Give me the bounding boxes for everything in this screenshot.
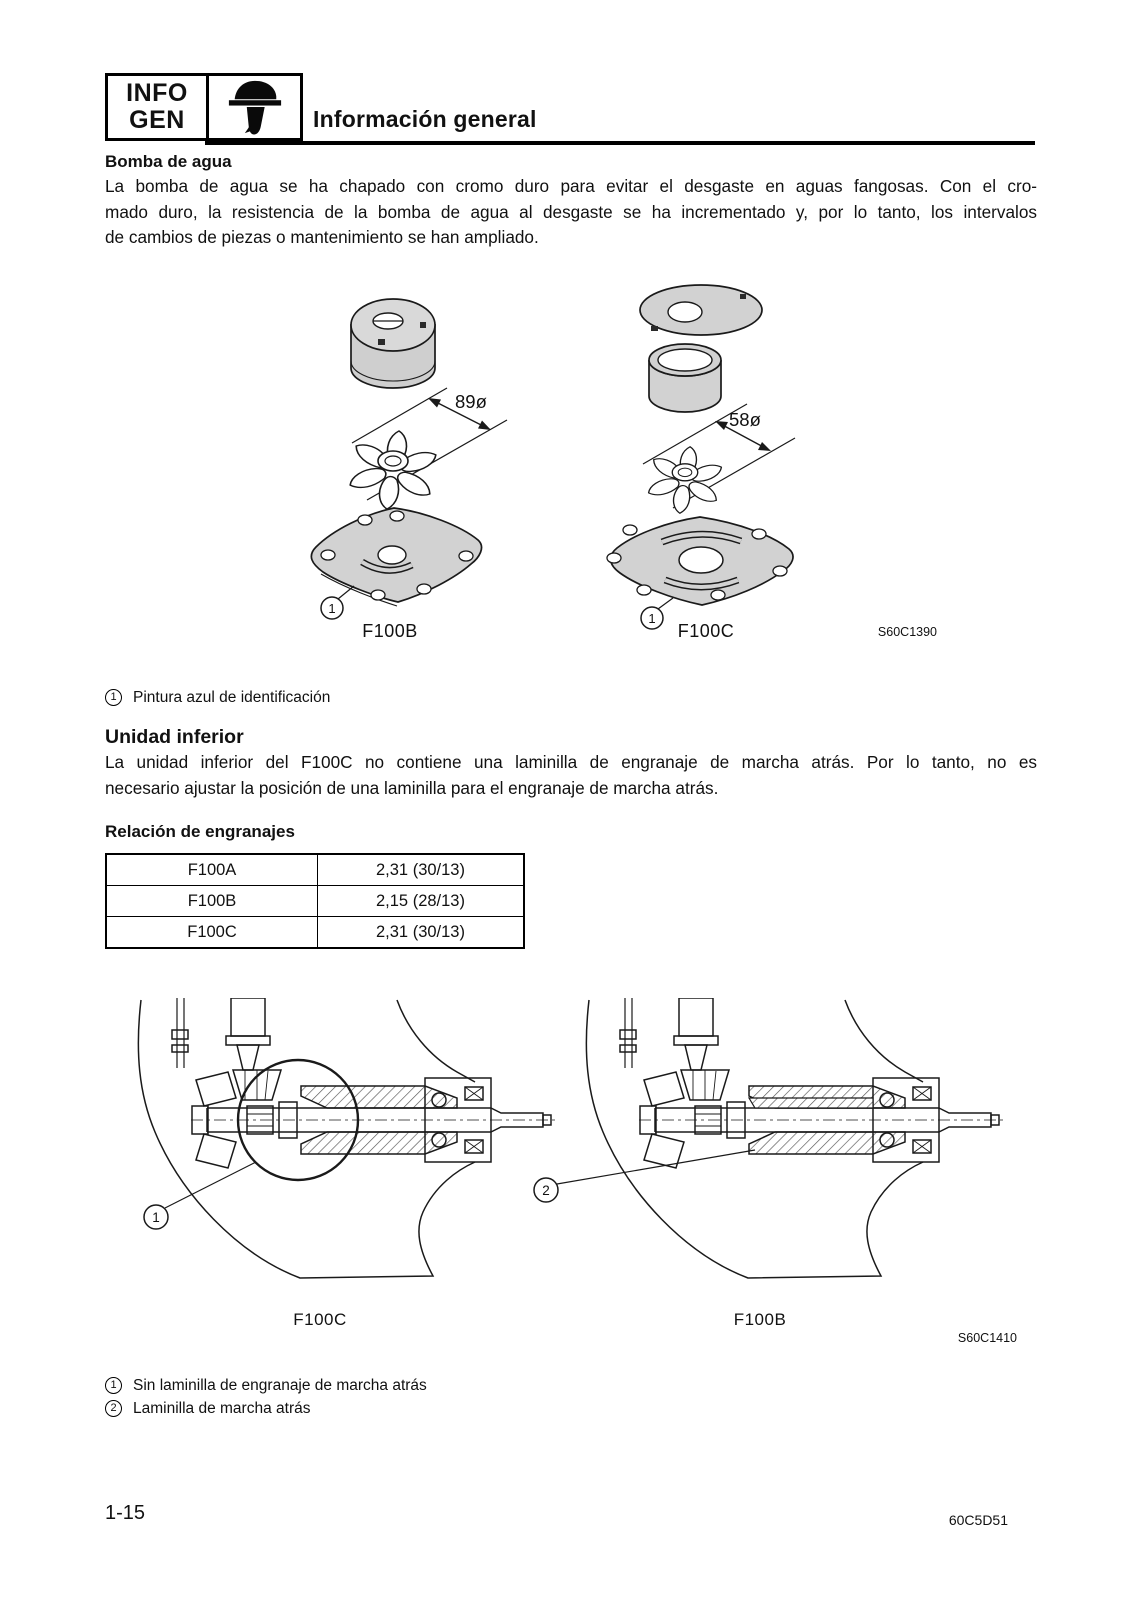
svg-text:1: 1 <box>152 1210 160 1225</box>
figure1-legend-text: Pintura azul de identificación <box>133 688 331 706</box>
pump-liner-f100c <box>648 343 722 413</box>
figure2-legend: 1 Sin laminilla de engranaje de marcha a… <box>105 1374 427 1420</box>
impeller-f100b <box>345 430 441 510</box>
figure2-code: S60C1410 <box>958 1331 1017 1345</box>
gear-table-heading: Relación de engranajes <box>105 822 295 841</box>
paragraph-line: necesario ajustar la posición de una lam… <box>105 777 719 798</box>
lower-unit-paragraph: La unidad inferior del F100C no contiene… <box>105 750 1037 801</box>
callout-2-badge: 2 <box>105 1400 122 1417</box>
lower-unit-figure: 1 F100C 2 F100B S60C1410 <box>137 998 1017 1345</box>
figure2-caption-left: F100C <box>293 1310 347 1329</box>
water-pump-heading: Bomba de agua <box>105 152 232 171</box>
lower-unit-drawing-f100b <box>585 998 1006 1279</box>
paragraph-line: de cambios de piezas o mantenimiento se … <box>105 227 539 247</box>
pump-housing-f100b <box>350 298 436 389</box>
water-pump-figure: 89ø 1 F100B 58ø <box>310 284 937 640</box>
wear-plate-f100b <box>310 507 483 607</box>
page-number: 1-15 <box>105 1502 146 1524</box>
figure1-caption-right: F100C <box>678 621 735 640</box>
shim-hatch <box>747 1097 874 1109</box>
dimension-58 <box>642 403 796 509</box>
figure1-caption-left: F100B <box>362 621 418 640</box>
lower-unit-heading: Unidad inferior <box>105 726 244 748</box>
table-row: F100B 2,15 (28/13) <box>105 885 525 917</box>
svg-text:2: 2 <box>542 1183 550 1198</box>
svg-text:1: 1 <box>328 601 335 616</box>
table-row: F100A 2,31 (30/13) <box>105 853 525 886</box>
paragraph-line: La unidad inferior del F100C no contiene… <box>105 752 1037 772</box>
figure1-legend-item: 1 Pintura azul de identificación <box>105 686 330 709</box>
callout-1-right: 1 <box>640 597 674 630</box>
dim-label-89: 89ø <box>455 391 487 412</box>
figure2-legend-text: Sin laminilla de engranaje de marcha atr… <box>133 1376 427 1394</box>
outboard-motor-icon <box>209 76 300 138</box>
document-code: 60C5D51 <box>948 1512 1008 1528</box>
ratio-cell: 2,31 (30/13) <box>317 853 525 886</box>
impeller-f100c <box>644 446 726 514</box>
figure1-code: S60C1390 <box>878 625 937 639</box>
paragraph-line: La bomba de agua se ha chapado con cromo… <box>105 176 1037 196</box>
gear-ratio-table: F100A 2,31 (30/13) F100B 2,15 (28/13) F1… <box>105 853 525 949</box>
callout-1-badge: 1 <box>105 689 122 706</box>
model-cell: F100C <box>105 916 318 949</box>
callout-1-left: 1 <box>320 585 355 620</box>
page-title: Información general <box>313 106 537 132</box>
table-row: F100C 2,31 (30/13) <box>105 916 525 949</box>
paragraph-line: mado duro, la resistencia de la bomba de… <box>105 201 1037 222</box>
figure2-caption-right: F100B <box>734 1310 787 1329</box>
ratio-cell: 2,31 (30/13) <box>317 916 525 949</box>
ratio-cell: 2,15 (28/13) <box>317 885 525 917</box>
figure2-legend-item: 2 Laminilla de marcha atrás <box>105 1397 427 1420</box>
model-cell: F100A <box>105 853 318 886</box>
highlight-circle <box>236 1058 360 1182</box>
svg-text:1: 1 <box>648 611 655 626</box>
figure2-legend-text: Laminilla de marcha atrás <box>133 1399 311 1417</box>
figure2-legend-item: 1 Sin laminilla de engranaje de marcha a… <box>105 1374 427 1397</box>
callout-2: 2 <box>533 1149 756 1203</box>
callout-1-badge: 1 <box>105 1377 122 1394</box>
title-rule <box>205 141 1035 145</box>
pump-gasket-f100c <box>639 284 763 336</box>
chapter-badge-line1: INFO <box>126 79 188 107</box>
chapter-badge-label: INFO GEN <box>108 76 209 138</box>
wear-plate-f100c <box>606 516 794 606</box>
lower-unit-drawing-f100c <box>137 998 558 1279</box>
water-pump-paragraph: La bomba de agua se ha chapado con cromo… <box>105 174 1037 251</box>
chapter-badge: INFO GEN <box>105 73 303 141</box>
chapter-badge-line2: GEN <box>129 106 185 134</box>
model-cell: F100B <box>105 885 318 917</box>
dim-label-58: 58ø <box>729 409 761 430</box>
callout-1: 1 <box>143 1161 257 1230</box>
